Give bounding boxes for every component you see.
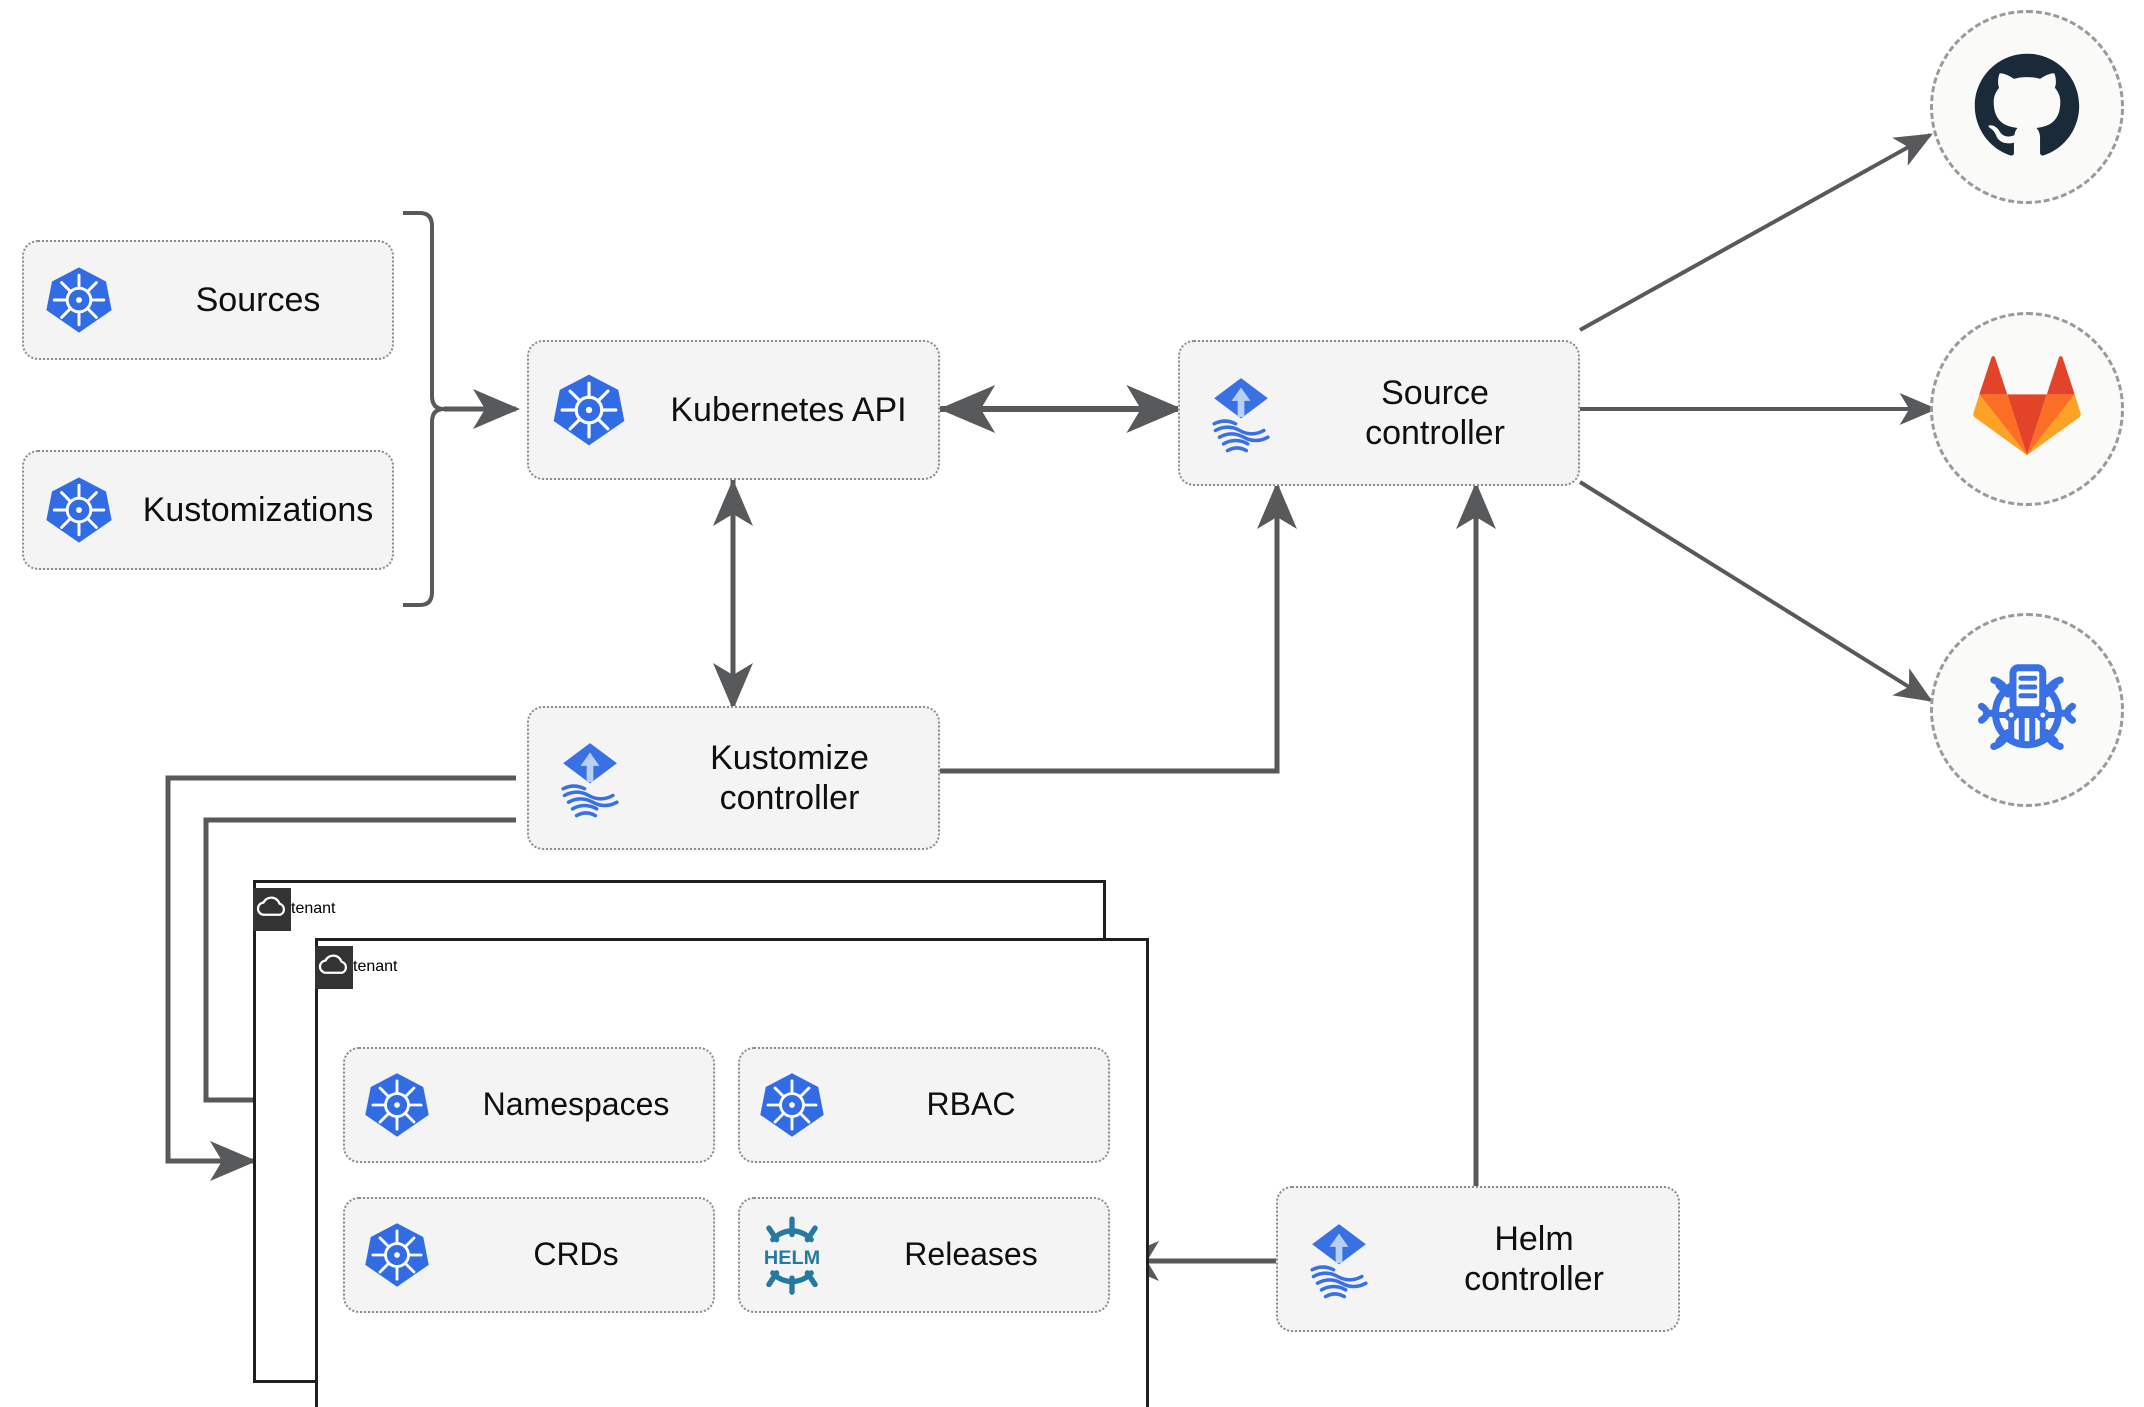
- gitlab-icon: [1973, 353, 2081, 466]
- node-namespaces[interactable]: Namespaces: [343, 1047, 715, 1163]
- node-label: Kustomizations: [142, 490, 374, 529]
- node-helm-controller[interactable]: Helm controller: [1276, 1186, 1680, 1332]
- helm-icon: HELM: [740, 1214, 844, 1296]
- flux-icon: [1278, 1216, 1400, 1302]
- tenant-label: tenant: [291, 900, 336, 917]
- node-kustomizations[interactable]: Kustomizations: [22, 450, 394, 570]
- kubernetes-icon: [345, 1070, 449, 1140]
- kubernetes-icon: [740, 1070, 844, 1140]
- node-label: Source controller: [1365, 373, 1505, 452]
- edge-kustomize-to-tenant-back: [165, 775, 516, 1182]
- cloud-icon: [315, 945, 353, 989]
- tenant-title-bar: tenant: [315, 938, 397, 996]
- tenant-label: tenant: [353, 958, 398, 975]
- flux-icon: [1180, 370, 1302, 456]
- node-label: Helm controller: [1464, 1219, 1604, 1298]
- kubernetes-icon: [345, 1220, 449, 1290]
- cloud-icon: [253, 887, 291, 931]
- edge-source-to-github: [1579, 133, 1933, 332]
- node-github[interactable]: [1930, 10, 2124, 204]
- kubernetes-icon: [529, 371, 649, 449]
- node-releases[interactable]: HELM Releases: [738, 1197, 1110, 1313]
- node-label: Namespaces: [482, 1086, 670, 1123]
- node-crds[interactable]: CRDs: [343, 1197, 715, 1313]
- node-source-controller[interactable]: Source controller: [1178, 340, 1580, 486]
- kubernetes-icon: [24, 264, 134, 336]
- node-gitlab[interactable]: [1930, 312, 2124, 506]
- node-label: Releases: [904, 1236, 1038, 1273]
- node-label: Kustomize controller: [710, 738, 869, 817]
- github-icon: [1973, 51, 2081, 164]
- node-label: Sources: [195, 280, 321, 319]
- node-kubernetes-api[interactable]: Kubernetes API: [527, 340, 940, 480]
- helm-repository-icon: [1971, 652, 2083, 769]
- kubernetes-icon: [24, 474, 134, 546]
- tenant-title-bar: tenant: [253, 880, 335, 938]
- node-helm-repository[interactable]: [1930, 613, 2124, 807]
- flux-icon: [529, 735, 651, 821]
- node-label: CRDs: [533, 1236, 619, 1273]
- tenant-container-front[interactable]: tenant: [315, 938, 1149, 1407]
- node-sources[interactable]: Sources: [22, 240, 394, 360]
- node-label: Kubernetes API: [670, 390, 907, 429]
- edge-inputs-bracket: [403, 211, 445, 607]
- node-rbac[interactable]: RBAC: [738, 1047, 1110, 1163]
- svg-text:HELM: HELM: [764, 1247, 820, 1269]
- node-label: RBAC: [926, 1086, 1016, 1123]
- edge-kustomize-to-source-controller: [940, 481, 1298, 774]
- node-kustomize-controller[interactable]: Kustomize controller: [527, 706, 940, 850]
- edge-source-to-helm-repository: [1578, 480, 1933, 702]
